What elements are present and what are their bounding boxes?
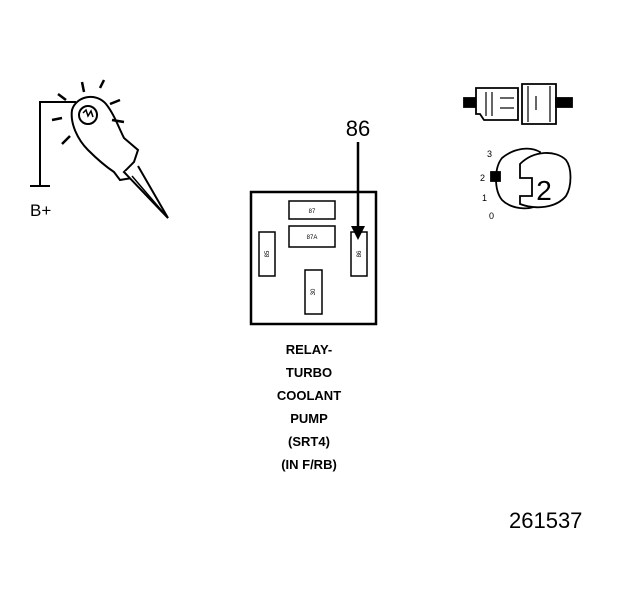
test-light-icon	[30, 79, 169, 219]
relay-terminal-87a	[288, 225, 336, 248]
ignition-switch-icon	[490, 147, 572, 210]
bulb-filament	[82, 108, 94, 118]
figure-number: 261537	[509, 508, 582, 533]
arrow-pin-label: 86	[346, 116, 370, 141]
test-light-bulb	[78, 105, 98, 125]
relay-terminal-85	[258, 231, 276, 277]
pointer-arrow-icon	[351, 142, 365, 240]
light-rays-icon	[51, 79, 125, 145]
relay-caption-line: PUMP	[290, 411, 328, 426]
ignition-position-1: 1	[482, 193, 487, 203]
ignition-position-2: 2	[480, 173, 485, 183]
relay-caption-line: TURBO	[285, 365, 333, 380]
connector-icon	[463, 83, 573, 125]
pin-label-86: 86	[357, 250, 363, 257]
relay-terminal-87	[288, 200, 336, 220]
ignition-position-marker	[490, 171, 501, 182]
ignition-position-3: 3	[487, 149, 492, 159]
pin-label-85: 85	[265, 250, 271, 257]
pin-label-30: 30	[311, 288, 317, 295]
test-light-wire	[39, 101, 76, 186]
ignition-selected-position: 2	[536, 175, 552, 206]
relay-terminal-30	[304, 269, 323, 315]
relay-caption-line: (SRT4)	[288, 434, 330, 449]
pin-label-87a: 87A	[307, 235, 318, 241]
relay-diagram	[249, 190, 378, 326]
pin-label-87: 87	[309, 209, 316, 215]
relay-caption-line: (IN F/RB)	[281, 457, 337, 472]
relay-caption-line: COOLANT	[276, 388, 342, 403]
battery-positive-label: B+	[30, 201, 51, 220]
relay-housing	[249, 190, 378, 326]
relay-caption-line: RELAY-	[285, 342, 333, 357]
relay-caption: RELAY- TURBO COOLANT PUMP (SRT4) (IN F/R…	[209, 338, 409, 476]
ignition-position-0: 0	[489, 211, 494, 221]
